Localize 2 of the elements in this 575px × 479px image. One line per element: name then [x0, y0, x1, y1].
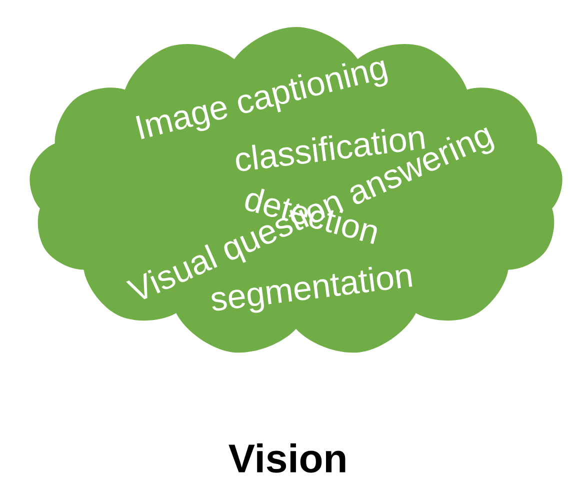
caption: Vision: [228, 443, 346, 473]
cloud-shape: [30, 27, 562, 353]
